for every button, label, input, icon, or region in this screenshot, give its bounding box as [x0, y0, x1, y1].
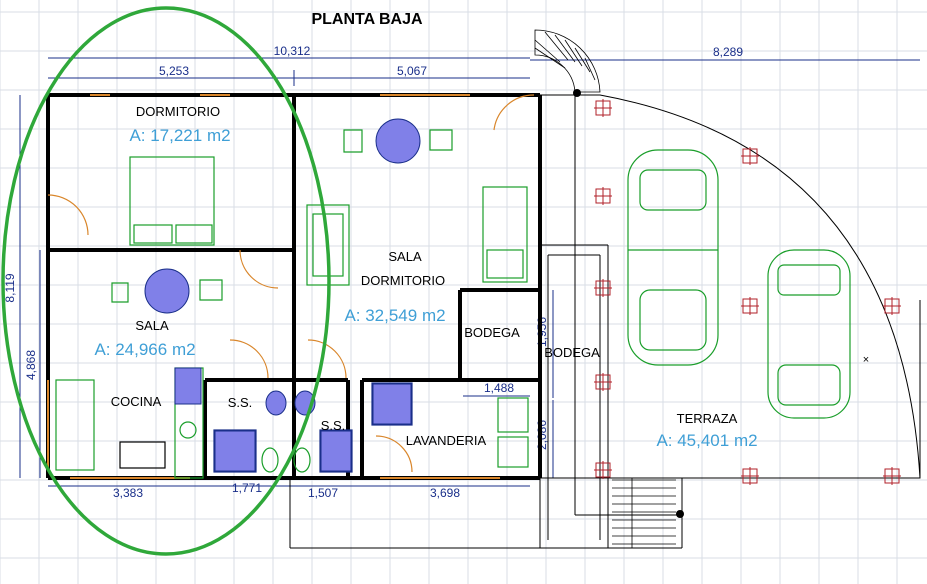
pivot-dot-bottom: [676, 510, 684, 518]
column-marker: [741, 297, 759, 315]
terraza-label: TERRAZA: [677, 411, 738, 426]
bodega-label-1: BODEGA: [464, 325, 520, 340]
kitchen-cabinet: [174, 367, 202, 405]
column-marker: [594, 461, 612, 479]
openings: [47, 94, 535, 479]
dimension-top-mid: 5,067: [397, 64, 427, 78]
sala-dormitorio-label-2: DORMITORIO: [361, 273, 445, 288]
stairs: [534, 29, 676, 548]
dimension-top-right: 8,289: [713, 45, 743, 59]
sala-dormitorio-area: A: 32,549 m2: [344, 306, 445, 325]
terraza-area: A: 45,401 m2: [656, 431, 757, 450]
car-right: [767, 249, 851, 419]
cocina-label: COCINA: [111, 394, 162, 409]
lavanderia-label: LAVANDERIA: [406, 433, 487, 448]
dimension-bottom-3: 1,507: [308, 486, 338, 500]
column-marker: [594, 279, 612, 297]
dining-table-sala-dormitorio: [375, 118, 421, 164]
column-marker: [883, 467, 901, 485]
dimension-bottom-2: 1,771: [232, 481, 262, 495]
dimension-bottom-1: 3,383: [113, 486, 143, 500]
plan-title: PLANTA BAJA: [311, 11, 423, 28]
column-marker: [741, 147, 759, 165]
dimension-left-total: 8,119: [3, 273, 17, 302]
cross-mark: ×: [863, 354, 869, 366]
sala-dormitorio-label-1: SALA: [388, 249, 422, 264]
column-marker: [883, 297, 901, 315]
dining-table-sala: [144, 268, 190, 314]
ss1-label: S.S.: [228, 395, 253, 410]
column-marker: [594, 99, 612, 117]
column-markers: [594, 99, 901, 485]
pivot-dot-top: [573, 89, 581, 97]
dimension-top-left: 5,253: [159, 64, 189, 78]
sala-area: A: 24,966 m2: [94, 340, 195, 359]
dimension-lavanderia-width: 1,488: [484, 381, 514, 395]
dimension-bottom-4: 3,698: [430, 486, 460, 500]
dimension-left-lower: 4,868: [24, 350, 38, 380]
dimension-top-total: 10,312: [274, 44, 311, 58]
sala-label: SALA: [135, 318, 169, 333]
dormitorio-label: DORMITORIO: [136, 104, 220, 119]
ss2-label: S.S.: [321, 418, 346, 433]
column-marker: [594, 373, 612, 391]
toilets: [214, 383, 412, 472]
column-marker: [741, 467, 759, 485]
walls: [46, 93, 542, 480]
dormitorio-area: A: 17,221 m2: [129, 126, 230, 145]
highlight-ellipse: [1, 6, 331, 556]
bodega-label-2: BODEGA: [544, 345, 600, 360]
column-marker: [594, 187, 612, 205]
car-left: [627, 149, 719, 366]
